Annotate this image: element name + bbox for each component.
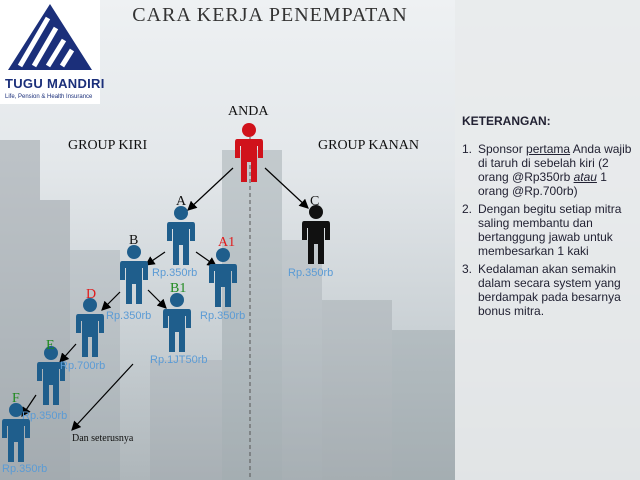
item-text: 1 orang @Rp.700rb) bbox=[478, 170, 607, 198]
keterangan-panel: KETERANGAN: 1. Sponsor pertama Anda waji… bbox=[455, 0, 640, 480]
item-emphasis: pertama bbox=[526, 142, 571, 156]
connector-a-b bbox=[145, 251, 166, 266]
price-c: Rp.350rb bbox=[288, 267, 334, 279]
price-d: Rp.350rb bbox=[106, 310, 152, 322]
connector-e-f bbox=[21, 394, 37, 417]
background-building bbox=[150, 360, 222, 480]
node-label-f: F bbox=[12, 391, 20, 406]
background-building bbox=[322, 300, 392, 480]
background-building bbox=[70, 250, 120, 480]
node-label-b1: B1 bbox=[170, 281, 187, 296]
keterangan-item: 1. Sponsor pertama Anda wajib di taruh d… bbox=[462, 142, 634, 198]
person-icon-c bbox=[302, 205, 330, 264]
price-e: Rp.700rb bbox=[60, 360, 106, 372]
group-left-label: GROUP KIRI bbox=[68, 138, 148, 153]
brand-tagline: Life, Pension & Health Insurance bbox=[5, 94, 93, 100]
person-icon-e bbox=[37, 346, 65, 405]
connector-a-a1 bbox=[195, 251, 217, 267]
root-label: ANDA bbox=[228, 104, 269, 119]
price-f: Rp.350rb bbox=[22, 410, 68, 422]
price-a1: Rp.350rb bbox=[200, 310, 246, 322]
connector-anda-c bbox=[264, 167, 309, 209]
item-number: 1. bbox=[462, 142, 473, 156]
item-text: Anda wajib di taruh di sebelah kiri (2 o… bbox=[478, 142, 632, 184]
person-icon-b bbox=[120, 245, 148, 304]
connector-b-d bbox=[101, 291, 121, 311]
background-building bbox=[282, 240, 322, 480]
connector-d-e bbox=[59, 343, 77, 363]
group-right-label: GROUP KANAN bbox=[318, 138, 419, 153]
item-text: Dengan begitu setiap mitra saling memban… bbox=[478, 202, 622, 258]
keterangan-title: KETERANGAN: bbox=[462, 114, 551, 128]
background-building bbox=[392, 330, 455, 480]
background-building bbox=[222, 150, 282, 480]
keterangan-list: 1. Sponsor pertama Anda wajib di taruh d… bbox=[462, 142, 634, 322]
node-label-c: C bbox=[310, 194, 320, 209]
price-b1: Rp.1JT50rb bbox=[150, 354, 208, 366]
keterangan-item: 3. Kedalaman akan semakin dalam secara s… bbox=[462, 262, 634, 318]
node-label-d: D bbox=[86, 287, 97, 302]
connector-b1-continue bbox=[71, 363, 134, 431]
item-text: Sponsor bbox=[478, 142, 527, 156]
keterangan-item: 2. Dengan begitu setiap mitra saling mem… bbox=[462, 202, 634, 258]
person-icon-anda bbox=[235, 123, 263, 182]
item-emphasis: atau bbox=[573, 170, 597, 184]
person-icon-b1 bbox=[163, 293, 191, 352]
item-number: 2. bbox=[462, 202, 473, 216]
person-icon-a bbox=[167, 206, 195, 265]
node-label-a1: A1 bbox=[218, 235, 236, 250]
item-number: 3. bbox=[462, 262, 473, 276]
person-icon-a1 bbox=[209, 248, 237, 307]
company-logo: TUGU MANDIRI Life, Pension & Health Insu… bbox=[0, 0, 104, 104]
background-building bbox=[40, 200, 70, 480]
connector-anda-a bbox=[187, 167, 234, 211]
node-label-b: B bbox=[129, 233, 139, 248]
node-label-a: A bbox=[176, 194, 187, 209]
price-bottom: Rp.350rb bbox=[2, 463, 48, 475]
brand-name: TUGU MANDIRI bbox=[5, 76, 105, 91]
footnote-continue: Dan seterusnya bbox=[72, 433, 134, 444]
logo-mark bbox=[8, 4, 92, 70]
item-text: Kedalaman akan semakin dalam secara syst… bbox=[478, 262, 621, 318]
person-icon-d bbox=[76, 298, 104, 357]
connector-b-b1 bbox=[147, 289, 167, 309]
node-label-e: E bbox=[46, 338, 55, 353]
price-b: Rp.350rb bbox=[152, 267, 198, 279]
slide-title: CARA KERJA PENEMPATAN bbox=[132, 4, 408, 26]
